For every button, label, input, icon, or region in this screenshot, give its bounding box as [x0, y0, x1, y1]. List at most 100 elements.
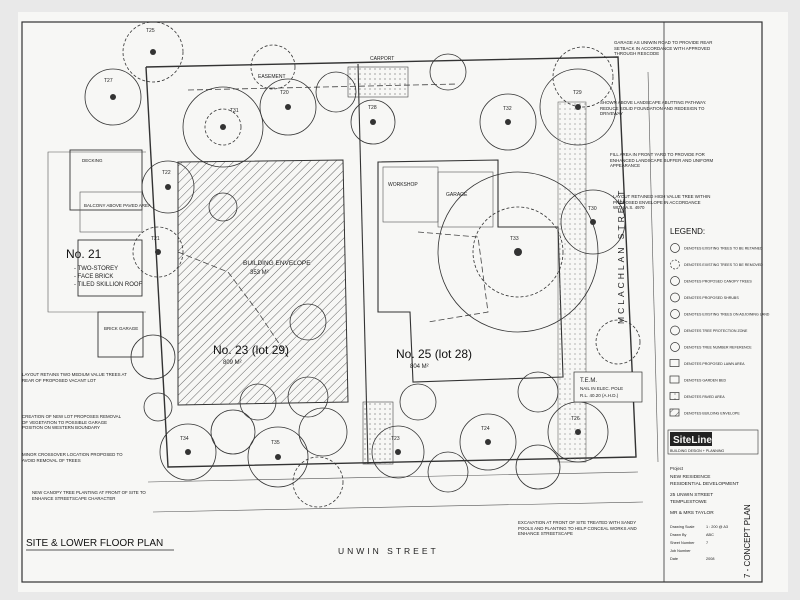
legend-label: DENOTES EXISTING TREES ON ADJOINING LAND	[684, 313, 770, 317]
neighbour-boundary	[47, 151, 146, 313]
workshop-label: WORKSHOP	[388, 182, 418, 188]
lot-division-line	[357, 63, 369, 465]
tree-number: T20	[280, 90, 289, 96]
legend-label: DENOTES TREE PROTECTION ZONE	[684, 329, 748, 333]
legend-item: DENOTES EXISTING TREES ON ADJOINING LAND	[670, 309, 770, 319]
tree-number: T35	[271, 440, 280, 446]
note-right-3: LAYOUT RETAINED HIGH VALUE TREE WITHIN P…	[613, 194, 711, 211]
tree-number: T28	[368, 105, 377, 111]
note-right-1: SHOWN ABOVE LANDSCAPE ABUTTING PATHWAY. …	[600, 100, 707, 117]
tree-number: T32	[503, 106, 512, 112]
site-plan-drawing: T27 T25 T31 T20 T28 T32 T29 T33 T30 T22 …	[21, 21, 770, 583]
firm-tag: BUILDING DESIGN + PLANNING	[670, 449, 724, 453]
legend-symbol	[669, 359, 680, 367]
lot-no25-label: No. 25 (lot 28)	[396, 347, 472, 361]
brick-garage-label: BRICK GARAGE	[104, 326, 138, 331]
tree-canopy	[159, 423, 217, 481]
meta-value: ABC	[706, 533, 714, 537]
paved-driveway	[362, 401, 394, 465]
lot-no23-area: 809 M²	[223, 360, 242, 366]
lot-no21-desc: - TILED SKILLION ROOF	[74, 282, 143, 288]
legend-symbol	[669, 392, 680, 400]
easement-label: EASEMENT	[258, 74, 286, 80]
legend-label: DENOTES PROPOSED SHRUBS	[684, 296, 739, 300]
site-boundary	[145, 56, 637, 468]
tree-canopy	[479, 93, 537, 151]
legend-label: DENOTES PROPOSED CANOPY TREES	[684, 280, 752, 284]
title-block-frame	[663, 21, 763, 583]
carport	[347, 66, 409, 98]
address-line: 25 UNWIN STREET	[670, 492, 713, 498]
legend-symbol	[670, 259, 680, 270]
legend-symbol	[670, 292, 680, 303]
lot-no23-label: No. 23 (lot 29)	[213, 343, 289, 357]
tree-number: T29	[573, 90, 582, 96]
legend-item: DENOTES GARDEN BED	[669, 375, 727, 384]
legend-title: LEGEND:	[670, 227, 705, 236]
tree-canopy	[182, 86, 264, 168]
legend-symbol	[670, 325, 680, 336]
drawing-title: 7 - CONCEPT PLAN	[743, 504, 752, 578]
legend-symbol	[669, 375, 680, 384]
balcony-label: BALCONY ABOVE PAVED AREA	[84, 203, 151, 208]
legend-item: DENOTES PROPOSED CANOPY TREES	[670, 276, 752, 286]
note-bottom-center: EXCAVATION AT FRONT OF SITE TREATED WITH…	[518, 520, 637, 537]
easement-line	[187, 83, 459, 91]
tree-canopy	[84, 68, 142, 126]
meta-value: 2008	[706, 557, 714, 561]
legend-symbol	[670, 243, 680, 253]
legend-item: DENOTES EXISTING TREES TO BE REMOVED	[670, 259, 763, 270]
garage-label: GARAGE	[446, 192, 468, 198]
tree-canopy	[122, 21, 184, 83]
tree-number: T27	[104, 78, 113, 84]
meta-label: Drawing Scale	[670, 525, 694, 529]
tree-canopy	[247, 426, 309, 488]
legend-item: DENOTES PAVED AREA	[669, 392, 725, 400]
project-label: Project	[670, 466, 684, 471]
legend-symbol	[669, 408, 680, 417]
legend-item: DENOTES BUILDING ENVELOPE	[669, 408, 740, 417]
legend-label: DENOTES BUILDING ENVELOPE	[684, 412, 740, 416]
tree-canopy	[259, 78, 317, 136]
no21-house	[69, 149, 143, 211]
note-left-2: CREATION OF NEW LOT PROPOSES REMOVAL OF …	[22, 414, 121, 431]
tree-number: T24	[481, 426, 490, 432]
legend-symbol	[670, 342, 680, 352]
meta-value: 1 : 200 @ A3	[706, 525, 728, 529]
brick-garage	[97, 311, 144, 358]
decking-label: DECKING	[82, 158, 103, 163]
street-mclachlan-label: MCLACHLAN STREET	[616, 188, 626, 324]
project-name: NEW RESIDENCE	[670, 474, 711, 480]
lot-no21-label: No. 21	[66, 247, 102, 261]
meta-label: Date	[670, 557, 678, 561]
address-line: TEMPLESTOWE	[670, 499, 707, 505]
tree-canopy	[141, 160, 195, 214]
note-top-right: GARAGE AS UNIWIN ROAD TO PROVIDE REAR SE…	[614, 40, 713, 57]
firm-name: SiteLine	[673, 435, 712, 446]
legend-label: DENOTES PAVED AREA	[684, 395, 725, 399]
envelope-label: BUILDING ENVELOPE	[243, 260, 311, 267]
plan-sheet: T27 T25 T31 T20 T28 T32 T29 T33 T30 T22 …	[18, 12, 788, 592]
tree-layer	[84, 21, 641, 508]
tree-number: T22	[162, 170, 171, 176]
note-left-1: LAYOUT RETAINS TWO MEDIUM VALUE TREES AT…	[22, 372, 127, 383]
tree-number: T30	[588, 206, 597, 212]
meta-label: Sheet Number	[670, 541, 695, 545]
note-right-2: FILL AREA IN FRONT YARD TO PROVIDE FOR E…	[610, 152, 714, 169]
plan-title: SITE & LOWER FLOOR PLAN	[26, 538, 163, 549]
tem-label: T.E.M.	[580, 378, 597, 384]
tree-number: T33	[510, 236, 519, 242]
legend-label: DENOTES EXISTING TREES TO BE RETAINED	[684, 247, 763, 251]
tree-number: T25	[146, 28, 155, 34]
tree-number: T34	[180, 436, 189, 442]
legend-label: DENOTES EXISTING TREES TO BE REMOVED	[684, 263, 763, 267]
project-type: RESIDENTIAL DEVELOPMENT	[670, 481, 739, 487]
firm-logo	[670, 432, 712, 446]
tem-box	[573, 371, 643, 403]
legend-item: DENOTES TREE PROTECTION ZONE	[670, 325, 748, 336]
tree-number: T21	[151, 236, 160, 242]
tree-canopy	[539, 68, 617, 146]
tree-canopy	[459, 413, 517, 471]
tem-line: R.L. 40.20 (A.H.D.)	[580, 393, 619, 398]
legend-label: DENOTES TREE NUMBER REFERENCE	[684, 346, 752, 350]
